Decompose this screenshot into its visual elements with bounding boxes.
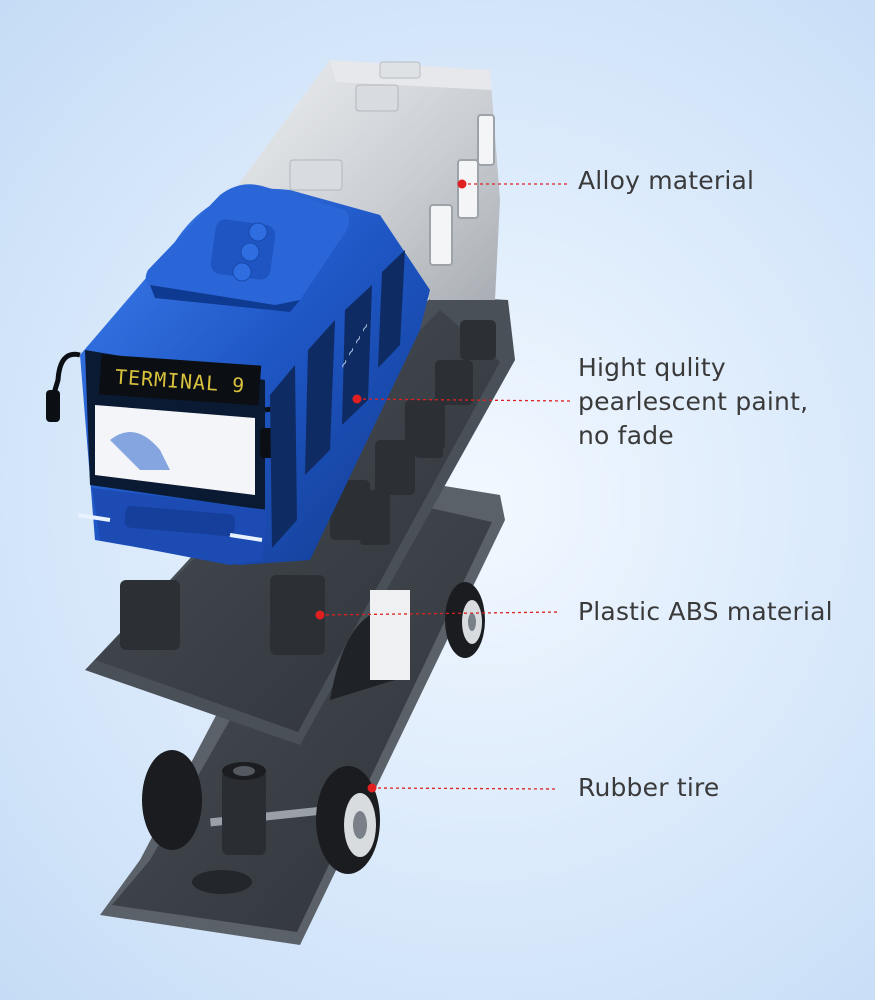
- callout-alloy-line-1: Alloy material: [578, 166, 755, 195]
- callout-rubber-tire: Rubber tire: [578, 771, 720, 805]
- callout-tire-line-1: Rubber tire: [578, 773, 720, 802]
- callout-pearlescent-paint: Hight qulity pearlescent paint, no fade: [578, 351, 808, 453]
- callout-paint-line-2: pearlescent paint,: [578, 387, 809, 416]
- bus-body: TERMINAL 9 ~ ~ ~ ~: [46, 60, 500, 565]
- callout-alloy-material: Alloy material: [578, 164, 754, 198]
- callout-leaders: [315, 179, 571, 793]
- callout-paint-line-1: Hight qulity: [578, 353, 726, 382]
- callout-paint-line-3: no fade: [578, 421, 674, 450]
- rubber-tire: [142, 750, 380, 874]
- callout-abs-line-1: Plastic ABS material: [578, 597, 833, 626]
- callout-plastic-abs: Plastic ABS material: [578, 595, 833, 629]
